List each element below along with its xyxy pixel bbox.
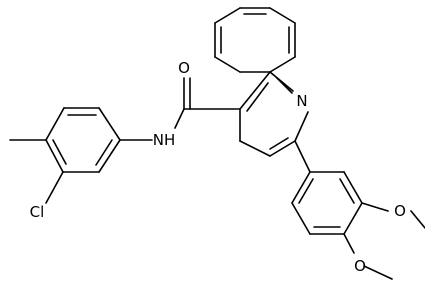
chlorine-label: Cl (30, 203, 45, 221)
quinoline-pyridine-ring (239, 71, 309, 157)
chloromethylphenyl-ring (9, 107, 121, 204)
dimethoxyphenyl-ring (291, 140, 425, 280)
quinoline-benzo-ring (214, 7, 296, 73)
methoxy-oxygen-4-label: O (354, 257, 366, 275)
amide-group (119, 77, 241, 141)
methoxy-oxygen-3-label: O (394, 202, 406, 220)
ring-nitrogen-label: N (296, 92, 307, 110)
amide-nitrogen-label: NH (153, 131, 176, 149)
carbonyl-oxygen-label: O (178, 59, 190, 77)
